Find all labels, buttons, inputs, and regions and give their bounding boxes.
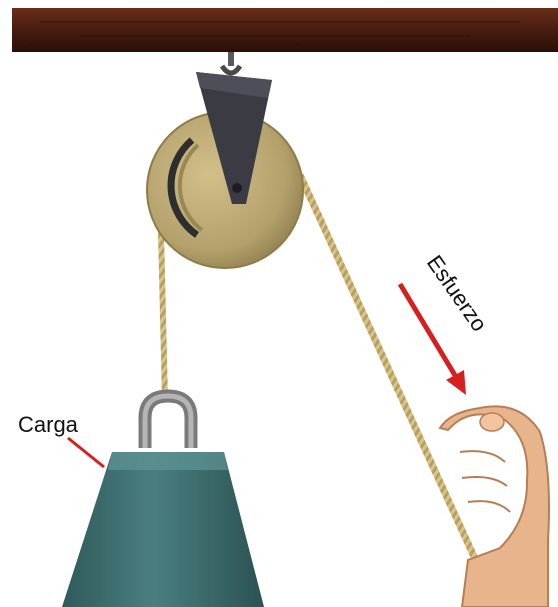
hand-pulling-rope xyxy=(440,406,549,607)
load-weight xyxy=(62,396,264,607)
effort-side-rope xyxy=(300,175,497,607)
effort-label: Esfuerzo xyxy=(422,251,492,336)
hook-icon xyxy=(222,52,240,73)
ceiling-beam xyxy=(12,8,558,52)
load-pointer-line xyxy=(68,438,104,467)
load-label: Carga xyxy=(18,412,79,437)
